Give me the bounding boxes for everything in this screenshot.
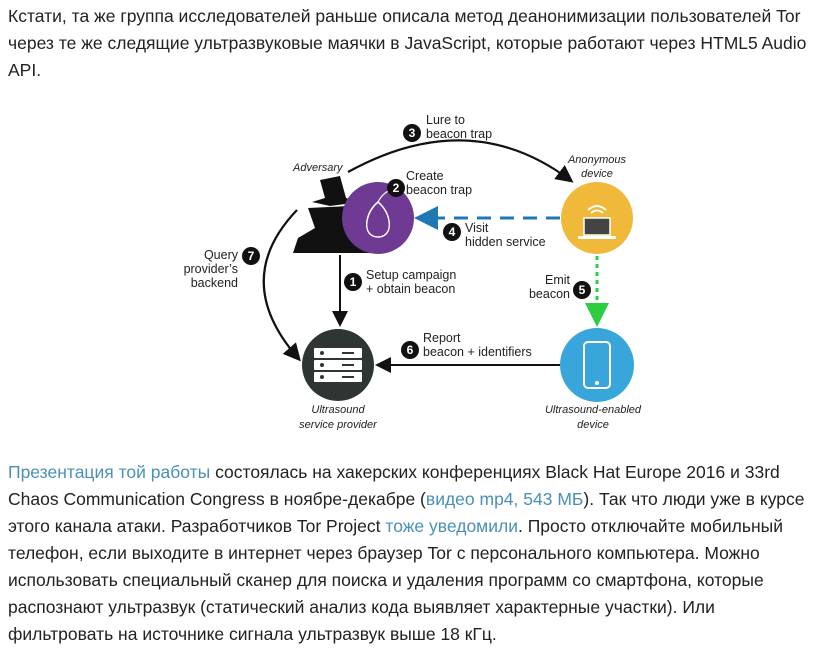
notified-link[interactable]: тоже уведомили: [385, 516, 518, 536]
svg-text:backend: backend: [191, 276, 238, 290]
svg-text:2: 2: [393, 181, 400, 195]
anon-device-label-2: device: [581, 168, 613, 180]
body-text-2: ). Так что люди уже в курсе этого канала…: [8, 489, 805, 536]
anon-device-label: Anonymous: [567, 154, 627, 166]
svg-text:Query: Query: [204, 248, 239, 262]
svg-text:provider’s: provider’s: [184, 262, 238, 276]
svg-text:3: 3: [409, 126, 416, 140]
svg-text:5: 5: [579, 283, 586, 297]
svg-text:beacon trap: beacon trap: [406, 183, 472, 197]
arrow-query: [262, 209, 301, 362]
deanonymization-diagram: Adversary Anonymous device Ultrasound-en…: [180, 110, 660, 431]
svg-text:7: 7: [248, 249, 255, 263]
svg-text:6: 6: [407, 343, 414, 357]
presentation-link[interactable]: Презентация той работы: [8, 462, 211, 482]
svg-text:Create: Create: [406, 169, 444, 183]
adversary-label: Adversary: [292, 162, 344, 174]
svg-text:hidden service: hidden service: [465, 235, 546, 249]
svg-text:Setup campaign: Setup campaign: [366, 268, 456, 282]
svg-text:Report: Report: [423, 331, 461, 345]
provider-label: Ultrasound: [311, 404, 365, 416]
body-text-1: состоялась на хакерских конференциях Bla…: [8, 462, 780, 509]
body-text-3: . Просто отключайте мобильный телефон, е…: [8, 516, 784, 644]
svg-text:Emit: Emit: [545, 273, 571, 287]
video-link[interactable]: видео mp4, 543 МБ: [425, 489, 584, 509]
intro-paragraph: Кстати, та же группа исследователей рань…: [8, 6, 807, 80]
svg-text:beacon + identifiers: beacon + identifiers: [423, 345, 532, 359]
ultrasound-device-label: Ultrasound-enabled: [545, 404, 642, 416]
svg-text:+ obtain beacon: + obtain beacon: [366, 282, 455, 296]
step-6: 6 Report beacon + identifiers: [401, 331, 532, 359]
step-7: 7 Query provider’s backend: [184, 247, 260, 290]
arrow-lure: [347, 139, 574, 183]
svg-text:1: 1: [350, 275, 357, 289]
svg-text:beacon: beacon: [529, 287, 570, 301]
step-5: 5 Emit beacon: [529, 273, 591, 301]
step-1: 1 Setup campaign + obtain beacon: [344, 268, 456, 296]
body-paragraph: Презентация той работы состоялась на хак…: [8, 459, 808, 648]
svg-text:Lure to: Lure to: [426, 113, 465, 127]
tor-onion-icon: [342, 182, 414, 254]
svg-text:beacon trap: beacon trap: [426, 127, 492, 141]
provider-label-2: service provider: [299, 419, 378, 430]
step-2: 2 Create beacon trap: [387, 169, 472, 197]
step-3: 3 Lure to beacon trap: [403, 113, 492, 142]
step-4: 4 Visit hidden service: [443, 221, 546, 249]
svg-text:4: 4: [449, 225, 456, 239]
ultrasound-device-label-2: device: [577, 419, 609, 430]
smartphone-icon: [560, 328, 634, 402]
svg-text:Visit: Visit: [465, 221, 489, 235]
